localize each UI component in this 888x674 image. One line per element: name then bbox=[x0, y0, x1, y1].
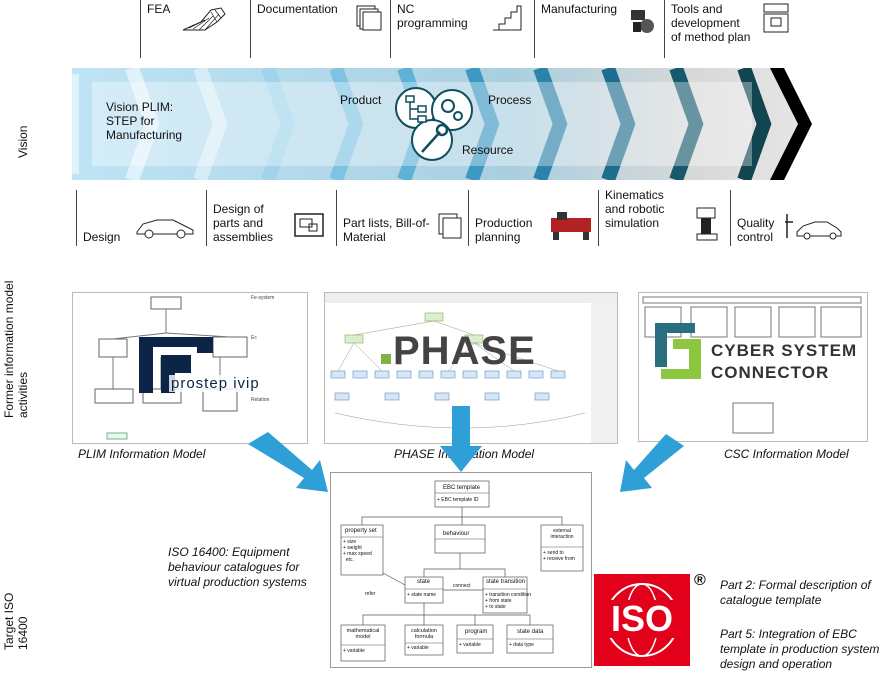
csc-logo-mark bbox=[655, 323, 701, 379]
cad-screen-icon bbox=[294, 213, 324, 237]
uml-program: program bbox=[465, 629, 488, 635]
ppr-icon-cluster bbox=[395, 87, 473, 161]
uml-refer: refer bbox=[365, 591, 376, 597]
plim-uml-sketch: Fe-system Ec Relation bbox=[94, 295, 274, 440]
car-measurement-icon bbox=[785, 214, 842, 240]
product-label: Product bbox=[340, 93, 382, 107]
top-item-documentation: Documentation bbox=[250, 0, 391, 58]
uml-calc-variable: + variable bbox=[407, 645, 429, 651]
csc-logo-line1: CYBER SYSTEM bbox=[711, 341, 858, 361]
phase-model-panel: PHASE bbox=[324, 292, 618, 444]
csc-logo-line2: CONNECTOR bbox=[711, 363, 830, 383]
iso-logo-text: ISO bbox=[600, 600, 684, 638]
robot-icon bbox=[696, 207, 718, 241]
uml-ebc-template: EBC template bbox=[443, 485, 481, 491]
tool-press-icon bbox=[763, 3, 789, 33]
product-tree-icon bbox=[405, 95, 427, 123]
uml-calc-formula: calculation formula bbox=[411, 628, 437, 640]
bottom-item-design: Design bbox=[76, 190, 207, 246]
phase-logo: PHASE bbox=[381, 329, 536, 374]
uml-ebc-attr: + EBC template ID bbox=[437, 497, 479, 503]
uml-state-attr: + state name bbox=[407, 592, 437, 598]
iso-part5: Part 5: Integration of EBC template in p… bbox=[720, 627, 880, 671]
plim-caption: PLIM Information Model bbox=[78, 447, 206, 461]
uml-math-variable: + variable bbox=[343, 648, 365, 654]
uml-external: external interaction bbox=[550, 528, 574, 540]
nc-staircase-icon bbox=[493, 5, 522, 31]
phase-graph-sketch bbox=[325, 293, 617, 443]
uml-connect: connect bbox=[453, 583, 471, 589]
uml-state-transition: state transition bbox=[486, 579, 526, 585]
registered-mark: ® bbox=[694, 572, 706, 589]
uml-state: state bbox=[417, 579, 431, 585]
part-list-docs-icon bbox=[438, 213, 462, 239]
resource-wrench-icon bbox=[421, 123, 449, 153]
resource-label: Resource bbox=[462, 143, 514, 157]
process-gears-icon bbox=[441, 99, 463, 121]
uml-behaviour: behaviour bbox=[443, 531, 470, 537]
plim-model-panel: Fe-system Ec Relation prostep ivip bbox=[72, 292, 308, 444]
svg-text:Relation: Relation bbox=[251, 397, 270, 403]
uml-program-variable: + variable bbox=[459, 642, 481, 648]
csc-caption: CSC Information Model bbox=[724, 447, 849, 461]
ebc-uml-diagram bbox=[340, 480, 584, 662]
vision-plim-text: Vision PLIM: STEP for Manufacturing bbox=[106, 100, 183, 142]
uml-property-set: property set bbox=[345, 528, 377, 534]
svg-text:Ec: Ec bbox=[251, 335, 257, 341]
ebc-uml-panel: EBC template + EBC template ID property … bbox=[330, 472, 592, 668]
top-item-manufacturing: Manufacturing bbox=[534, 0, 665, 58]
bottom-item-design-parts: Design of parts and assemblies bbox=[206, 190, 337, 246]
top-item-fea: FEA bbox=[140, 0, 251, 58]
iso-logo: ISO bbox=[594, 574, 690, 666]
uml-math-model: mathematical model bbox=[346, 628, 380, 640]
bottom-item-production-planning: Production planning bbox=[468, 190, 599, 246]
prostep-logo-text: prostep ivip bbox=[169, 375, 262, 392]
prostep-logo-mark bbox=[139, 337, 213, 393]
bottom-item-quality-control: Quality control bbox=[730, 190, 881, 246]
process-label: Process bbox=[488, 93, 532, 107]
top-item-nc-programming: NC programming bbox=[390, 0, 535, 58]
uml-external-attrs: + send to + receive from bbox=[543, 550, 575, 562]
uml-state-data: state data bbox=[517, 629, 544, 635]
uml-transition-attrs: + transition condition + from state + to… bbox=[485, 592, 532, 610]
csc-model-panel: CYBER SYSTEM CONNECTOR bbox=[638, 292, 868, 442]
top-item-tools: Tools and development of method plan bbox=[664, 0, 789, 58]
uml-data-type: + data type bbox=[509, 642, 534, 648]
bottom-item-part-lists: Part lists, Bill-of-Material bbox=[336, 190, 469, 246]
iso-part2: Part 2: Formal description of catalogue … bbox=[720, 578, 871, 607]
bottom-item-kinematics: Kinematics and robotic simulation bbox=[598, 188, 731, 246]
iso16400-description: ISO 16400: Equipment behaviour catalogue… bbox=[168, 545, 307, 589]
csc-uml-sketch bbox=[642, 296, 862, 434]
fea-mesh-icon bbox=[182, 7, 226, 31]
production-line-icon bbox=[551, 212, 591, 240]
machining-icon bbox=[631, 10, 654, 33]
car-icon bbox=[136, 219, 194, 239]
uml-property-attrs: + size + weight + max speed etc. bbox=[343, 539, 372, 563]
documents-icon bbox=[356, 5, 382, 31]
svg-text:Fe-system: Fe-system bbox=[251, 295, 274, 301]
